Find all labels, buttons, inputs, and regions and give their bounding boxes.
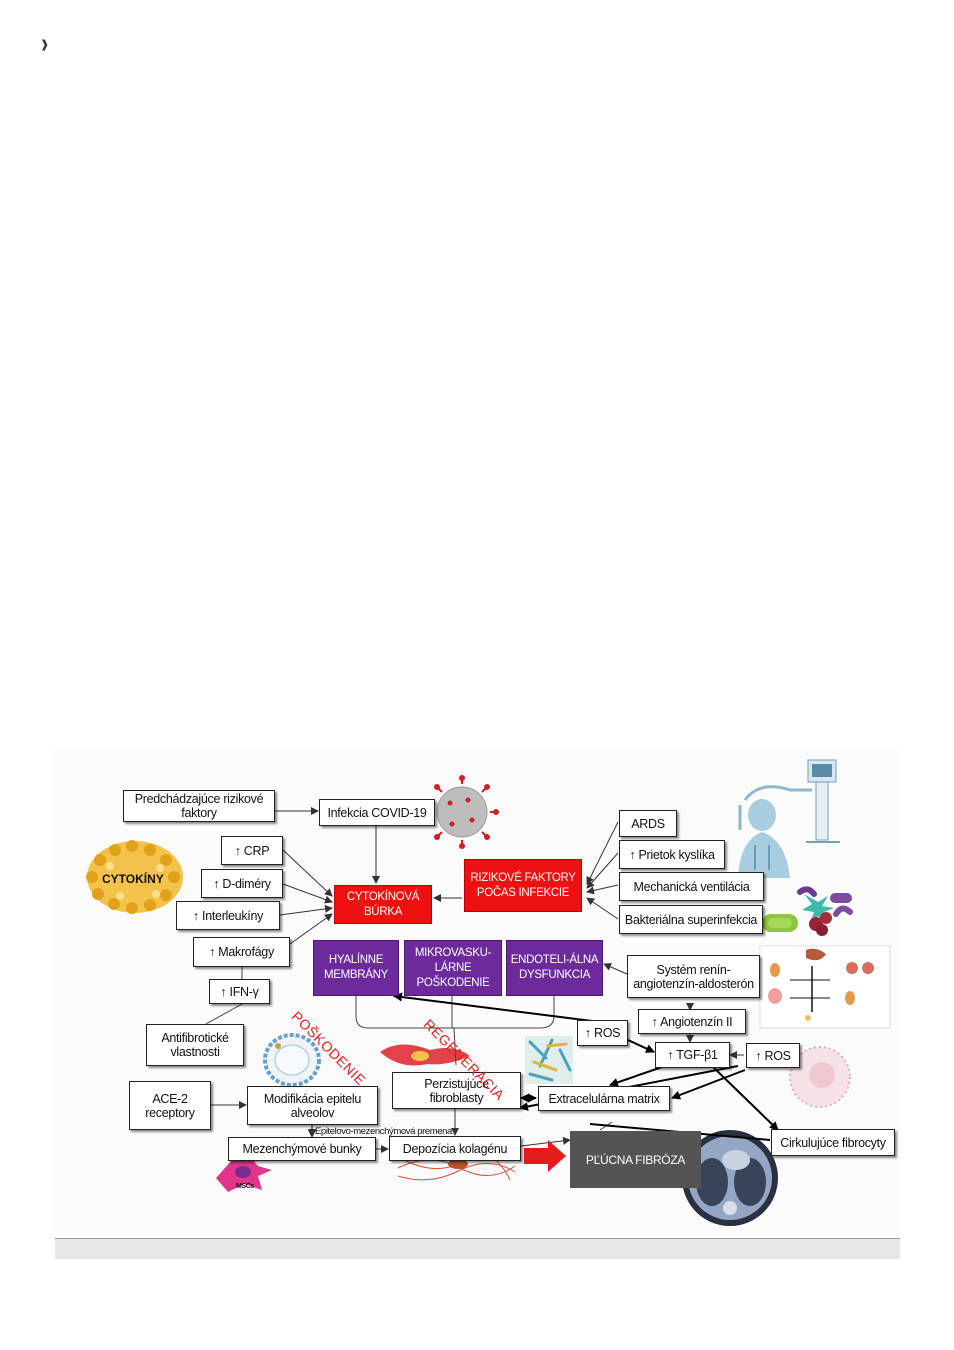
node-crp: ↑ CRP bbox=[221, 836, 283, 865]
node-mechanical-ventilation: Mechanická ventilácia bbox=[619, 872, 764, 901]
virus-illustration bbox=[425, 775, 499, 849]
node-collagen-deposition: Depozícia kolagénu bbox=[389, 1136, 521, 1161]
node-extracellular-matrix: Extracelulárna matrix bbox=[538, 1086, 670, 1111]
node-covid-infection: Infekcia COVID-19 bbox=[319, 799, 435, 826]
fibroblast-cell-illustration bbox=[380, 1044, 470, 1066]
fibrocyte-cell-illustration bbox=[789, 1046, 851, 1108]
node-macrophages: ↑ Makrofágy bbox=[193, 937, 290, 967]
node-hyaline-membranes: HYALÍNNE MEMBRÁNY bbox=[313, 940, 399, 996]
node-ros-left: ↑ ROS bbox=[577, 1020, 628, 1046]
node-previous-risk-factors: Predchádzajúce rizikové faktory bbox=[123, 790, 275, 822]
node-ace2-receptors: ACE-2 receptory bbox=[129, 1081, 211, 1130]
mscs-label: MSCs bbox=[236, 1183, 254, 1190]
node-pulmonary-fibrosis: PĽÚCNA FIBRÓZA bbox=[570, 1131, 701, 1188]
node-microvascular-damage: MIKROVASKU-LÁRNE POŠKODENIE bbox=[404, 940, 502, 996]
emt-label: Epitelovo-mezenchýmová premena bbox=[315, 1126, 452, 1137]
page-mark: ❱ bbox=[40, 38, 50, 51]
node-d-dimers: ↑ D-diméry bbox=[201, 869, 283, 898]
cytokines-label: CYTOKÍNY bbox=[102, 872, 164, 886]
node-angiotensin-ii: ↑ Angiotenzín II bbox=[638, 1009, 746, 1034]
node-risk-factors-infection: RIZIKOVÉ FAKTORY POČAS INFEKCIE bbox=[464, 859, 582, 912]
node-circulating-fibrocytes: Cirkulujúce fibrocyty bbox=[771, 1129, 895, 1156]
ventilator-illustration bbox=[738, 759, 840, 878]
node-bacterial-superinfection: Bakteriálna superinfekcia bbox=[619, 905, 763, 934]
node-cytokine-storm: CYTOKÍNOVÁ BÚRKA bbox=[334, 885, 432, 924]
mesenchymal-cell-illustration bbox=[216, 1152, 272, 1192]
caption-bar bbox=[55, 1238, 900, 1259]
node-ards: ARDS bbox=[619, 810, 677, 837]
cytokine-cluster-illustration bbox=[86, 840, 183, 914]
lung-ct-illustration bbox=[682, 1130, 778, 1226]
node-tgf-beta1: ↑ TGF-β1 bbox=[655, 1042, 730, 1068]
node-oxygen-flow: ↑ Prietok kyslíka bbox=[619, 840, 725, 869]
node-antifibrotic: Antifibrotické vlastnosti bbox=[146, 1024, 244, 1066]
node-mesenchymal-cells: Mezenchýmové bunky bbox=[228, 1137, 376, 1161]
bacteria-illustration bbox=[762, 886, 853, 936]
extracellular-matrix-illustration bbox=[525, 1036, 573, 1084]
node-ifn-gamma: ↑ IFN-γ bbox=[209, 979, 270, 1004]
node-raas: Systém renín-angiotenzín-aldosterón bbox=[627, 955, 760, 998]
node-interleukins: ↑ Interleukíny bbox=[176, 901, 280, 930]
node-alveolar-epithelium: Modifikácia epitelu alveolov bbox=[247, 1086, 378, 1125]
raas-schematic-illustration bbox=[759, 945, 891, 1029]
node-persistent-fibroblasts: Perzistujúce fibroblasty bbox=[392, 1072, 521, 1109]
red-arrow-to-fibrosis bbox=[524, 1140, 566, 1172]
node-ros-right: ↑ ROS bbox=[746, 1043, 800, 1068]
alveolus-illustration bbox=[263, 1033, 321, 1087]
node-endothelial-dysfunction: ENDOTELI-ÁLNA DYSFUNKCIA bbox=[506, 940, 603, 996]
